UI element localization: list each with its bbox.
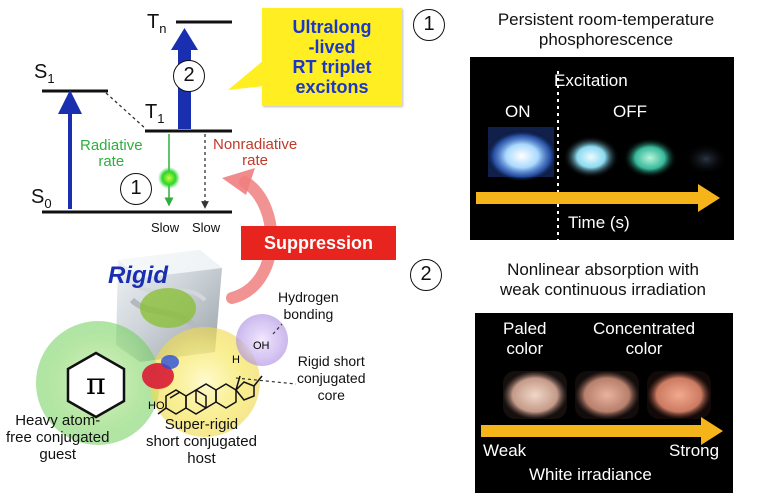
step-two-marker: 2 xyxy=(173,60,205,92)
strong-label: Strong xyxy=(669,441,720,460)
panel2-art xyxy=(481,371,723,445)
irradiance-arrow-shaft xyxy=(481,425,703,437)
steroid-skeleton xyxy=(157,375,263,415)
step-one-marker: 1 xyxy=(120,173,152,205)
suppression-label: Suppression xyxy=(241,226,396,260)
powder-off-1 xyxy=(563,136,619,178)
oh-top-label: OH xyxy=(253,340,270,352)
h-label: H xyxy=(232,354,240,366)
blue-contact-blob xyxy=(161,355,179,369)
off-label: OFF xyxy=(613,102,647,121)
red-contact-blob xyxy=(142,363,174,389)
panel1-art xyxy=(476,71,728,240)
time-arrow-head xyxy=(698,184,720,212)
white-irradiance-label: White irradiance xyxy=(529,465,652,484)
panel1-marker: 1 xyxy=(413,9,445,41)
excitation-label: Excitation xyxy=(554,71,628,90)
powder-on xyxy=(486,130,558,182)
irradiance-arrow-head xyxy=(701,417,723,445)
oh-left-label: HO xyxy=(148,400,165,412)
time-label: Time (s) xyxy=(568,213,630,232)
hbond-leader xyxy=(272,323,283,335)
slow-left-label: Slow xyxy=(151,220,180,235)
on-label: ON xyxy=(505,102,531,121)
phosphorescence-glow xyxy=(158,167,180,189)
pi-symbol: π xyxy=(86,367,106,402)
core-leader xyxy=(235,377,297,385)
energy-diagram-svg xyxy=(36,20,297,445)
t1-tn-arrow-head xyxy=(171,28,198,50)
state-s1-label: S1 xyxy=(34,61,55,86)
hbond-violet-sphere xyxy=(236,314,288,366)
phosphorescence-photo: Excitation ON OFF Time (s) xyxy=(470,57,734,240)
powder-off-2 xyxy=(623,138,677,178)
suppression-curve-arrowhead xyxy=(222,168,255,195)
powder-off-3 xyxy=(684,143,728,175)
rigid-label: Rigid xyxy=(108,262,168,289)
host-yellow-sphere xyxy=(150,327,260,437)
triplet-excitons-callout: Ultralong -lived RT triplet excitons xyxy=(262,8,402,106)
state-tn-label: Tn xyxy=(147,11,167,36)
state-s0-label: S0 xyxy=(31,186,52,211)
powder-pale xyxy=(503,371,567,419)
powder-concentrated xyxy=(647,371,711,419)
pi-hexagon xyxy=(66,351,126,419)
powder-mid xyxy=(575,371,639,419)
slow-right-label: Slow xyxy=(192,220,221,235)
state-t1-label: T1 xyxy=(145,101,165,126)
weak-label: Weak xyxy=(483,441,527,460)
isc-dashed-line xyxy=(105,92,147,130)
callout-pointer xyxy=(228,60,264,90)
time-arrow-shaft xyxy=(476,192,700,204)
panel2-marker: 2 xyxy=(410,259,442,291)
